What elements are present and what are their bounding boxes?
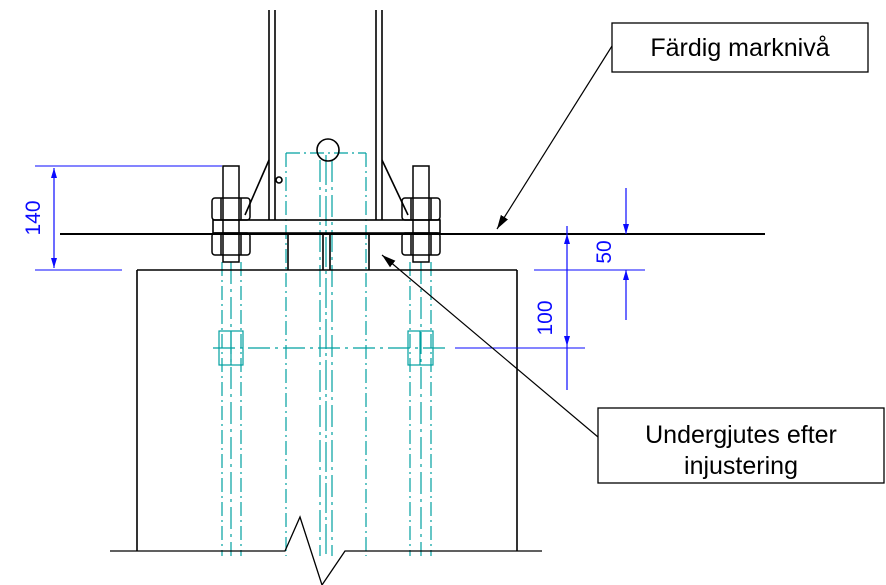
dimension-100: 100 xyxy=(455,226,585,390)
label-grout-line1: Undergjutes efter xyxy=(645,421,837,449)
label-grout-line2: injustering xyxy=(684,452,798,480)
foundation xyxy=(110,269,542,585)
callout-ground-level: Färdig marknivå xyxy=(496,22,869,230)
callout-box-ground-level xyxy=(611,22,869,73)
hidden-lines xyxy=(213,152,445,556)
dimension-50: 50 xyxy=(534,188,645,320)
callout-box-grout xyxy=(597,407,885,484)
label-ground-level: Färdig marknivå xyxy=(650,34,829,62)
dim-text-100: 100 xyxy=(534,300,557,335)
dim-text-50: 50 xyxy=(593,240,616,263)
dim-text-140: 140 xyxy=(22,200,45,235)
steel-column xyxy=(212,10,441,270)
dimension-140: 140 xyxy=(22,165,222,271)
anchor-bolts xyxy=(211,165,441,263)
callout-grout: Undergjutes efter injustering xyxy=(381,254,885,484)
